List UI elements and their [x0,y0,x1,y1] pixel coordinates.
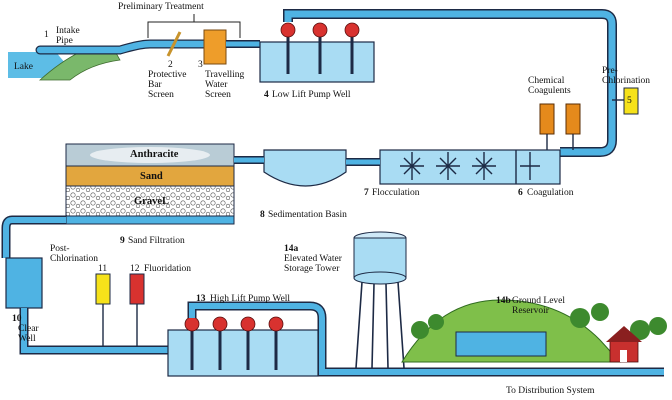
label-distribution: To Distribution System [506,386,595,396]
intake-pipe-water [36,40,210,54]
label-filtration-num: 9 [120,236,125,246]
label-reservoir: Ground Level Reservoir [512,296,566,316]
label-water-screen-num: 3 [198,60,203,70]
clear-well [5,257,43,309]
label-sedimentation-num: 8 [260,210,265,220]
pump-1 [280,22,296,38]
label-clear-well: Clear Well [18,324,39,344]
label-reservoir-num: 14b [496,296,511,306]
label-fluoridation: Fluoridation [144,264,191,274]
label-fluoridation-num: 12 [130,264,140,274]
pre-chlorination-tank [623,87,639,115]
label-water-screen: Travelling Water Screen [205,70,245,100]
label-low-lift-num: 4 [264,90,269,100]
label-coagulation: Coagulation [527,188,574,198]
label-chlorine-num: 11 [98,264,108,274]
label-post-chlorination: Post- Chlorination [50,244,99,264]
high-lift-pumps [184,316,284,370]
travelling-water-screen [203,29,227,65]
label-flocculation-num: 7 [364,188,369,198]
label-high-lift: High Lift Pump Well [210,294,291,304]
coagulent-tank-2 [565,103,581,135]
label-flocculation: Flocculation [372,188,420,198]
low-lift-pump-well [259,41,375,83]
label-pre-chlorination: Pre- Chlorination [602,66,651,86]
label-sand: Sand [140,171,163,182]
preliminary-bracket [147,14,241,38]
label-pre-chlorination-num: 5 [627,96,632,106]
flocculation-basin [379,149,561,185]
low-lift-pumps [280,22,360,74]
label-lake: Lake [14,62,33,72]
coagulent-tank-1 [539,103,555,135]
label-coagulation-num: 6 [518,188,523,198]
label-sedimentation: Sedimentation Basin [268,210,347,220]
label-anthracite: Anthracite [130,149,179,160]
label-chemical-coagulents: Chemical Coagulents [528,76,571,96]
pump-2 [312,22,328,38]
house [606,326,642,363]
label-preliminary-treatment: Preliminary Treatment [118,2,204,12]
elevated-water-tower [353,231,407,369]
ground-level-reservoir [455,331,547,357]
label-intake-num: 1 [44,30,49,40]
label-bar-screen-num: 2 [168,60,173,70]
fluoride-tank [129,273,145,305]
label-tower-num: 14a [284,244,299,254]
chlorine-tank [95,273,111,305]
label-gravel: GraveL [134,196,169,207]
trees [411,303,667,340]
bar-screen [166,31,182,57]
pump-3 [344,22,360,38]
label-tower: Elevated Water Storage Tower [284,254,342,274]
flocculation-paddles [400,150,540,184]
sand-filter [65,143,235,225]
label-low-lift: Low Lift Pump Well [272,90,351,100]
label-filtration: Sand Filtration [128,236,185,246]
label-bar-screen: Protective Bar Screen [148,70,187,100]
label-high-lift-num: 13 [196,294,206,304]
label-clear-well-num: 10 [12,314,22,324]
label-intake: Intake Pipe [56,26,80,46]
sedimentation-basin [263,149,347,187]
clearwell-to-highlift-pipe [19,308,190,355]
